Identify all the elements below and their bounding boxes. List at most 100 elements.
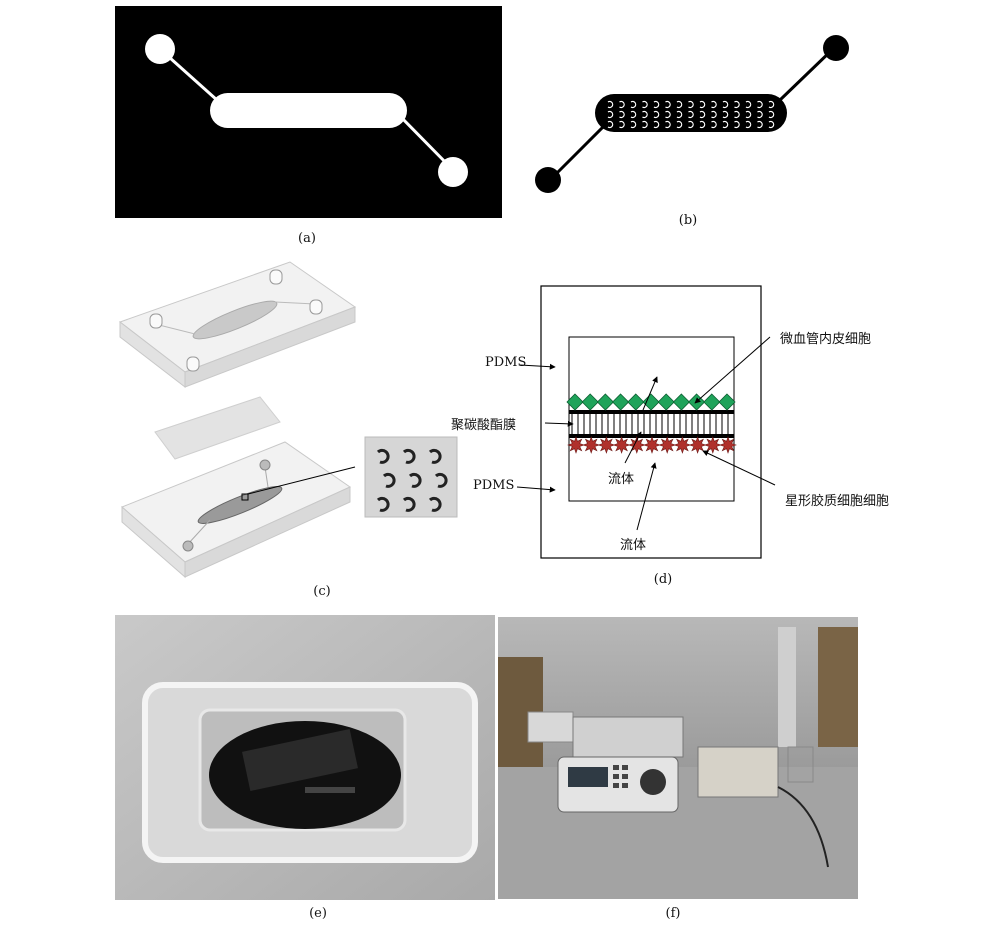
pillar-mark (619, 100, 625, 109)
inset-pillar (408, 472, 422, 488)
label-fluid-outer: 流体 (620, 538, 647, 553)
inset-pillar (434, 472, 448, 488)
inset-pillar (428, 448, 442, 464)
pillar-mark (722, 110, 729, 119)
endothelial-cell (703, 393, 721, 411)
panel-a (115, 6, 502, 218)
astrocyte-cell (719, 436, 737, 454)
pillar-mark (642, 120, 648, 129)
endothelial-cell (566, 393, 584, 411)
pillar-mark (619, 110, 625, 119)
endothelial-cell (581, 393, 599, 411)
pillar-mark (642, 100, 648, 109)
panel-a-mask (115, 6, 502, 218)
panel-d-schematic (516, 285, 776, 559)
pillar-mark (699, 100, 706, 109)
pillar-mark (642, 110, 648, 119)
pillar-mark (676, 120, 683, 129)
label-endothelial: 微血管内皮细胞 (780, 332, 872, 347)
caption-d: (d) (653, 572, 673, 587)
inset-pillar (402, 448, 416, 464)
pillar-mark (745, 110, 752, 119)
caption-b: (b) (678, 213, 698, 228)
panel-d: PDMS PDMS 聚碳酸酯膜 微血管内皮细胞 星形胶质细胞细胞 流体 流体 (445, 285, 925, 580)
pillar-mark (711, 120, 717, 129)
pillar-mark (630, 120, 637, 129)
label-astrocyte: 星形胶质细胞细胞 (785, 494, 890, 509)
panel-c (110, 261, 470, 582)
pillar-mark (734, 110, 740, 119)
pillar-mark (757, 100, 763, 109)
label-pdms-top: PDMS (485, 355, 527, 370)
panel-e (115, 615, 495, 900)
caption-c: (c) (313, 584, 331, 599)
pillar-mark (653, 110, 660, 119)
astrocyte-cell (703, 436, 722, 454)
pillar-mark (653, 120, 660, 129)
endothelial-cell (642, 393, 660, 411)
endothelial-cell (612, 393, 630, 411)
pillar-mark (665, 100, 671, 109)
endothelial-cell (657, 393, 675, 411)
pillar-mark (722, 120, 729, 129)
panel-c-device (118, 261, 458, 579)
pillar-mark (722, 100, 729, 109)
pillar-mark (676, 100, 683, 109)
inset-pillar (428, 496, 442, 512)
label-pdms-bottom: PDMS (473, 478, 515, 493)
endothelial-cell (596, 393, 614, 411)
pillar-mark (711, 110, 717, 119)
pillar-mark (768, 110, 775, 119)
inset-pillar (376, 448, 390, 464)
astrocyte-cell (658, 436, 677, 454)
pillar-mark (665, 120, 671, 129)
photo-syringe-pump (498, 617, 858, 899)
pillar-mark (619, 120, 625, 129)
pillar-mark (699, 120, 706, 129)
pillar-mark (688, 110, 694, 119)
pillar-mark (734, 120, 740, 129)
inset-pillar (376, 496, 390, 512)
pillar-mark (757, 110, 763, 119)
pillar-mark (699, 110, 706, 119)
astrocyte-cell (567, 436, 585, 454)
pillar-mark (745, 100, 752, 109)
inset-pillar (402, 496, 416, 512)
pillar-mark (768, 120, 775, 129)
panel-b (530, 30, 855, 200)
endothelial-cell (718, 393, 736, 411)
label-fluid-inner: 流体 (608, 472, 635, 487)
pillar-mark (734, 100, 740, 109)
inset-pillar (382, 472, 396, 488)
photo-chip-on-wafer (115, 615, 495, 900)
label-membrane: 聚碳酸酯膜 (451, 418, 517, 433)
astrocyte-cell (643, 436, 661, 454)
endothelial-cell (627, 393, 645, 411)
astrocyte-cell (582, 436, 601, 454)
pillar-mark (768, 100, 775, 109)
pillar-mark (607, 110, 614, 119)
endothelial-cell (672, 393, 690, 411)
pillar-mark (630, 110, 637, 119)
panel-b-channel (535, 35, 849, 193)
astrocyte-cell (612, 436, 631, 454)
pillar-mark (676, 110, 683, 119)
astrocyte-cell (673, 436, 692, 454)
astrocyte-cell (688, 436, 707, 454)
pillar-mark (688, 100, 694, 109)
caption-e: (e) (309, 906, 327, 921)
pillar-mark (688, 120, 694, 129)
pillar-mark (653, 100, 660, 109)
pillar-mark (607, 120, 614, 129)
caption-a: (a) (298, 231, 316, 246)
panel-f (498, 617, 858, 899)
pillar-mark (711, 100, 717, 109)
pillar-mark (757, 120, 763, 129)
astrocyte-cell (627, 436, 646, 454)
pillar-mark (607, 100, 614, 109)
pillar-mark (745, 120, 752, 129)
pillar-mark (665, 110, 671, 119)
pillar-mark (630, 100, 637, 109)
caption-f: (f) (665, 906, 681, 921)
astrocyte-cell (597, 436, 616, 454)
